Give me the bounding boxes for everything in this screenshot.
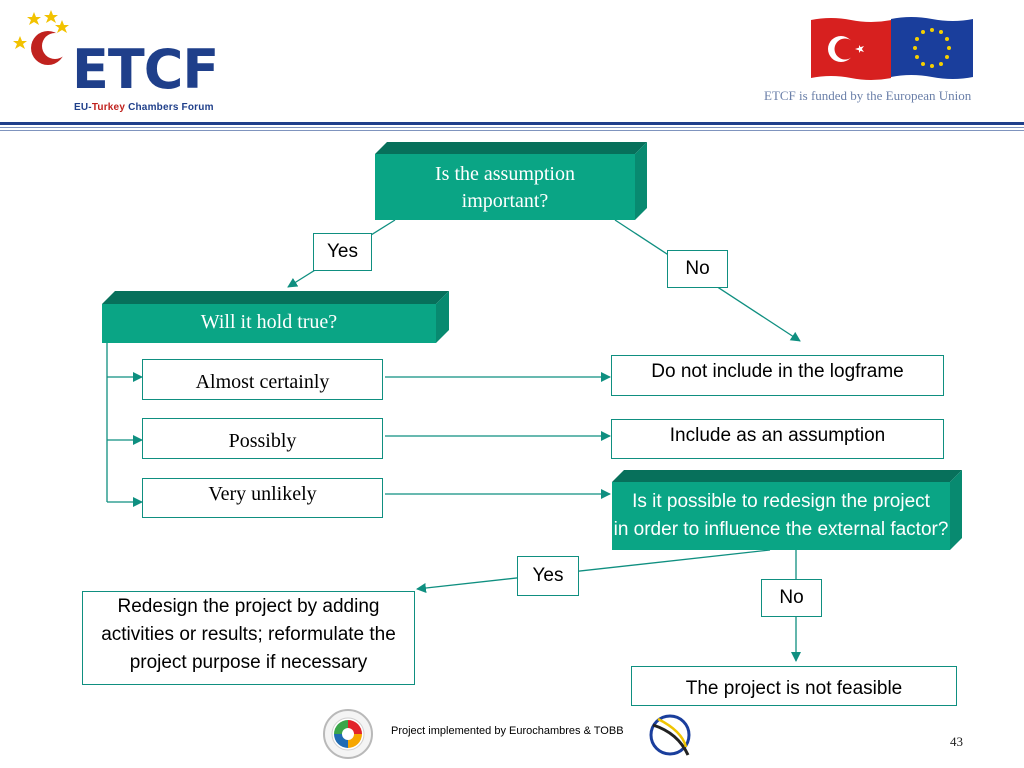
result-redesign-line1: Redesign the project by adding xyxy=(117,596,380,617)
header-rule-thick xyxy=(0,122,1024,125)
logo-subtitle: EU-Turkey Chambers Forum xyxy=(74,102,214,113)
result-redesign-line3: project purpose if necessary xyxy=(129,652,368,673)
option-very-unlikely: Very unlikely xyxy=(142,478,383,518)
arrow-q3-yes xyxy=(416,549,771,593)
option-almost-certainly: Almost certainly xyxy=(142,359,383,400)
etcf-logo xyxy=(6,6,231,118)
result-include-assumption: Include as an assumption xyxy=(611,419,944,459)
header-rule-thin-2 xyxy=(0,130,1024,131)
eurochambres-logo xyxy=(648,711,720,759)
question-hold-true-label: Will it hold true? xyxy=(200,310,338,333)
label-yes-1: Yes xyxy=(313,233,372,271)
question-redesign-line1: Is it possible to redesign the project xyxy=(632,491,930,512)
eu-flag xyxy=(891,16,973,80)
question-redesign-line2: in order to influence the external facto… xyxy=(613,519,949,540)
logo-sub-rest: Chambers Forum xyxy=(125,102,214,113)
question-redesign: Is it possible to redesign the project i… xyxy=(612,470,962,550)
bevel-box-shape xyxy=(612,470,962,550)
tobb-seal-icon xyxy=(323,709,373,759)
bevel-box-shape xyxy=(375,142,647,220)
turkey-flag xyxy=(811,18,891,80)
bevel-box-shape xyxy=(102,291,449,343)
result-do-not-include: Do not include in the logframe xyxy=(611,355,944,396)
result-redesign-line2: activities or results; reformulate the xyxy=(101,624,396,645)
result-not-feasible: The project is not feasible xyxy=(631,666,957,706)
question-important: Is the assumption important? xyxy=(375,142,647,222)
result-redesign: Redesign the project by adding activitie… xyxy=(82,591,415,685)
implemented-by-text: Project implemented by Eurochambres & TO… xyxy=(391,725,624,737)
tobb-logo xyxy=(322,708,374,760)
logo-sub-eu: EU- xyxy=(74,102,92,113)
question-important-line1: Is the assumption xyxy=(435,163,575,185)
label-no-2: No xyxy=(761,579,822,617)
logo-wordmark: ETCF xyxy=(72,38,219,101)
option-possibly: Possibly xyxy=(142,418,383,459)
logo-sub-turkey: Turkey xyxy=(91,102,126,113)
question-hold-true: Will it hold true? xyxy=(102,291,449,343)
header-rule-thin xyxy=(0,127,1024,128)
funded-by-text: ETCF is funded by the European Union xyxy=(764,88,972,103)
eurochambres-swirl-icon xyxy=(648,711,720,759)
label-yes-2: Yes xyxy=(517,556,579,596)
page-number: 43 xyxy=(950,734,963,749)
crescent-stars-icon xyxy=(13,10,69,65)
question-important-line2: important? xyxy=(461,190,549,212)
label-no-1: No xyxy=(667,250,728,288)
